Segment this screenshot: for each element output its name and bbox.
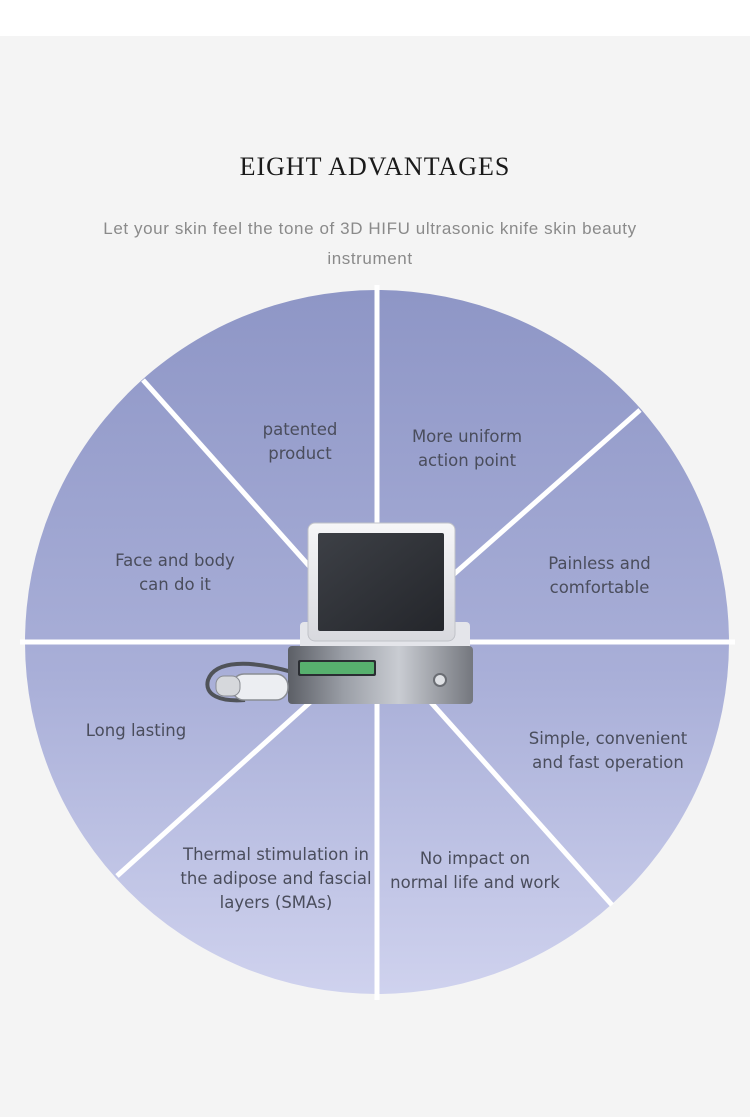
advantage-simple-operation: Simple, convenient and fast operation [528, 729, 688, 772]
advantage-long-lasting: Long lasting [85, 721, 187, 740]
advantage-uniform-action-point: More uniform action point [411, 427, 523, 470]
advantage-thermal-stimulation: Thermal stimulation in the adipose and f… [180, 845, 372, 912]
section-subtitle: Let your skin feel the tone of 3D HIFU u… [103, 219, 637, 268]
advantage-patented-product: patented product [262, 420, 338, 463]
advantage-no-impact: No impact on normal life and work [390, 849, 560, 892]
section-title: EIGHT ADVANTAGES [239, 152, 511, 181]
advantage-face-and-body: Face and body can do it [115, 551, 235, 594]
advantage-painless: Painless and comfortable [548, 554, 651, 597]
